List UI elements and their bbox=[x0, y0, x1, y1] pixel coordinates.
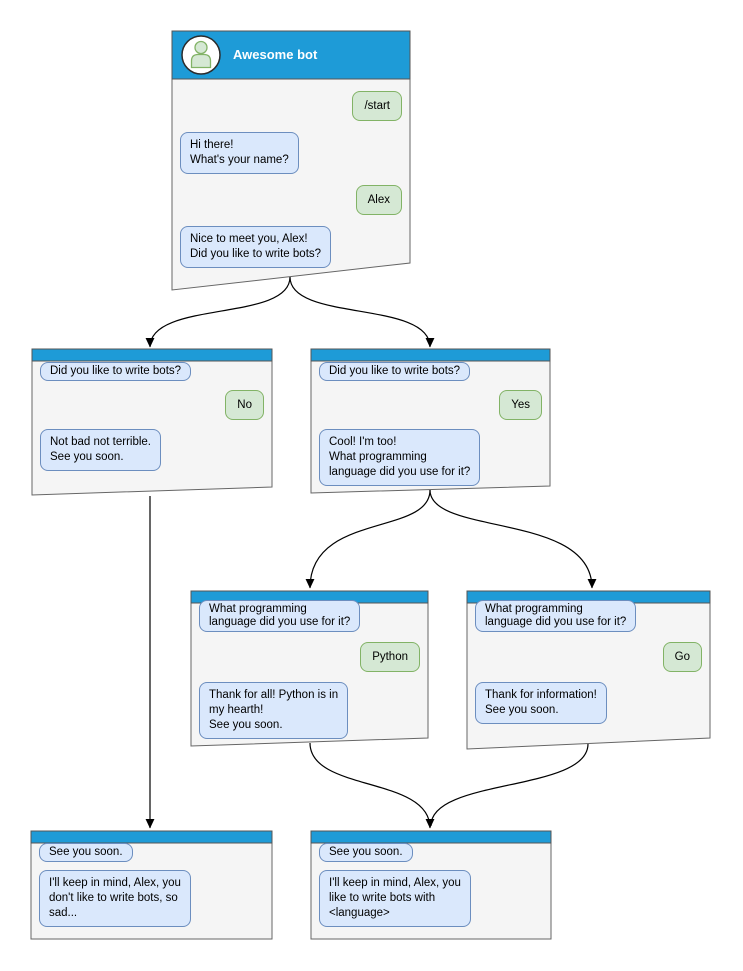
user-message-bubble: Yes bbox=[499, 390, 542, 420]
connector-yes-to-go bbox=[429, 489, 597, 589]
bot-message-bubble: See you soon. bbox=[39, 843, 133, 862]
bot-message-bubble: Nice to meet you, Alex! Did you like to … bbox=[180, 226, 332, 268]
chat-messages-end-no: See you soon. I'll keep in mind, Alex, y… bbox=[39, 843, 263, 927]
connector-go-to-end bbox=[430, 743, 589, 827]
chat-messages-root: /start Hi there! What's your name? Alex … bbox=[180, 91, 402, 268]
bot-message-bubble: Thank for all! Python is in my hearth! S… bbox=[199, 682, 349, 739]
window-titlebar bbox=[30, 830, 273, 844]
user-message-bubble: Python bbox=[360, 642, 420, 672]
bot-message-bubble: Thank for information! See you soon. bbox=[475, 682, 607, 724]
chat-messages-lang-python: What programming language did you use fo… bbox=[199, 600, 420, 739]
user-message-bubble: Go bbox=[662, 642, 702, 672]
connectors bbox=[145, 276, 597, 829]
chat-messages-end-yes: See you soon. I'll keep in mind, Alex, y… bbox=[319, 843, 543, 927]
bot-message-bubble: What programming language did you use fo… bbox=[199, 600, 361, 632]
bot-message-bubble: What programming language did you use fo… bbox=[475, 600, 637, 632]
user-avatar-icon bbox=[181, 35, 221, 75]
bot-message-bubble: Cool! I'm too! What programming language… bbox=[319, 429, 481, 486]
chat-messages-branch-no: Did you like to write bots? No Not bad n… bbox=[40, 362, 264, 471]
window-titlebar bbox=[31, 348, 273, 362]
connector-yes-to-python bbox=[305, 489, 431, 589]
window-titlebar bbox=[310, 348, 551, 362]
connector-start-to-yes bbox=[289, 276, 435, 348]
bot-message-bubble: I'll keep in mind, Alex, you don't like … bbox=[39, 870, 191, 927]
bot-message-bubble: See you soon. bbox=[319, 843, 413, 862]
bot-message-bubble: Did you like to write bots? bbox=[319, 362, 471, 381]
chat-window-title: Awesome bot bbox=[233, 47, 318, 62]
bot-message-bubble: Did you like to write bots? bbox=[40, 362, 192, 381]
user-message-bubble: /start bbox=[352, 91, 402, 121]
user-message-bubble: Alex bbox=[355, 185, 402, 215]
chat-messages-branch-yes: Did you like to write bots? Yes Cool! I'… bbox=[319, 362, 542, 486]
connector-python-to-end bbox=[309, 742, 435, 829]
bot-message-bubble: Hi there! What's your name? bbox=[180, 132, 299, 174]
user-message-bubble: No bbox=[225, 390, 264, 420]
bot-message-bubble: Not bad not terrible. See you soon. bbox=[40, 429, 162, 471]
connector-start-to-no bbox=[145, 276, 291, 348]
window-titlebar bbox=[310, 830, 552, 844]
chat-messages-lang-go: What programming language did you use fo… bbox=[475, 600, 702, 724]
bot-message-bubble: I'll keep in mind, Alex, you like to wri… bbox=[319, 870, 471, 927]
